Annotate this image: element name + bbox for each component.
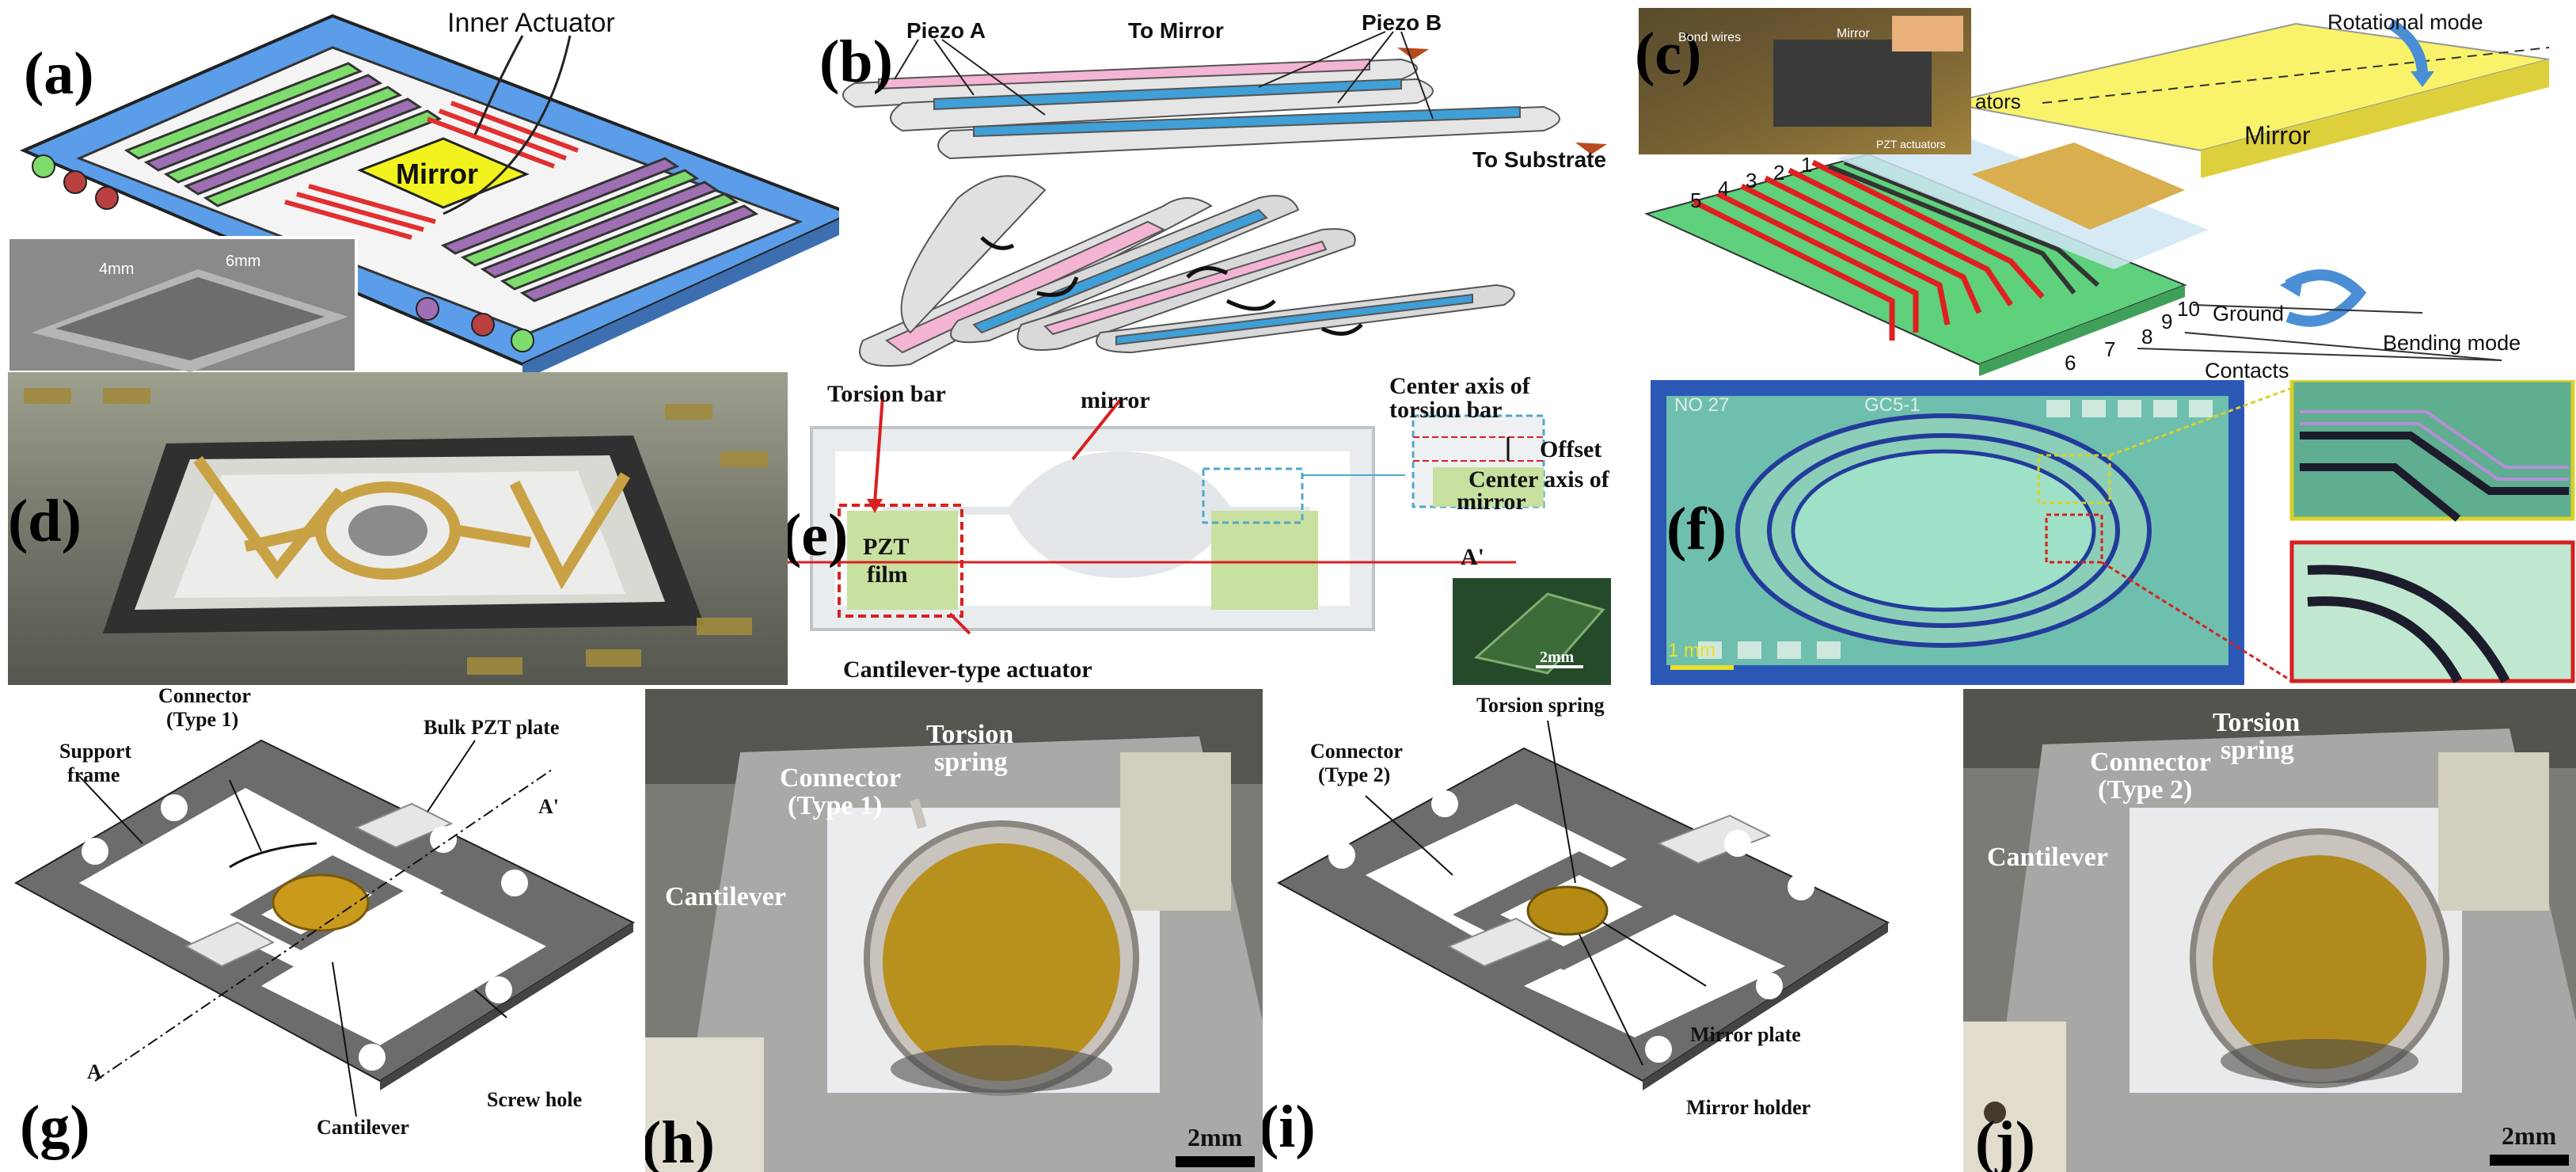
panel-e: (e) Torsion bar mirror Center axis of to… [788, 372, 1611, 689]
bending-mode-label: Bending mode [2383, 331, 2521, 355]
center-axis-torsion-label-2: torsion bar [1389, 397, 1503, 423]
trace-number-2: 2 [1773, 161, 1785, 185]
inset-actuators-label: PZT actuators [1876, 138, 1946, 150]
panel-f-photo [1651, 380, 2575, 685]
inset-bond-wires-label: Bond wires [1678, 31, 1742, 44]
trace-number-6: 6 [2065, 351, 2076, 375]
pzt-label: PZT [863, 534, 910, 560]
scale-f-label: 1 mm [1668, 640, 1715, 661]
cantilever-j-label: Cantilever [1987, 843, 2108, 872]
inset-dim-6mm: 6mm [226, 253, 261, 270]
a-g-label: A [87, 1060, 102, 1083]
center-axis-mirror-label-2: mirror [1457, 489, 1526, 515]
connector-type1-label-1: Connector [158, 685, 251, 707]
trace-number-4: 4 [1718, 177, 1730, 200]
panel-i-drawing [1276, 720, 1890, 1090]
panel-i: (i) Torsion spring Connector (Type 2) Mi… [1263, 685, 1896, 1172]
mirror-label: Mirror [396, 158, 479, 190]
panel-h-label: (h) [645, 1109, 715, 1172]
trace-number-5: 5 [1690, 188, 1702, 212]
trace-number-10: 10 [2177, 297, 2200, 321]
inner-actuator-label: Inner Actuator [447, 8, 615, 38]
chip-id-1: NO 27 [1674, 394, 1730, 416]
panel-f: (f) NO 27 GC5-1 1 mm [1651, 380, 2576, 685]
connector-j-label-1: Connector [2090, 748, 2211, 777]
center-axis-torsion-label-1: Center axis of [1389, 373, 1530, 399]
inset-mirror-label: Mirror [1837, 27, 1870, 40]
panel-d: (d) [8, 372, 788, 685]
panel-a: (a) Inner Actuator Mirror 4mm 6mm [0, 0, 839, 372]
a-prime-e-label: A' [1461, 544, 1484, 570]
panel-j: (j) Torsion spring Connector (Type 2) Ca… [1963, 689, 2576, 1172]
trace-number-3: 3 [1746, 169, 1757, 192]
to-substrate-label: To Substrate [1472, 147, 1607, 172]
chip-id-2: GC5-1 [1864, 394, 1921, 416]
panel-c: (c) Rotational mode Mirror ators Ground … [1631, 0, 2576, 380]
connector-i-label-2: (Type 2) [1318, 763, 1391, 786]
panel-e-drawing [788, 395, 1611, 685]
panel-a-label: (a) [24, 40, 94, 107]
panel-b-drawing [842, 31, 1607, 367]
offset-label: Offset [1540, 436, 1602, 462]
piezo-a-label: Piezo A [906, 18, 986, 43]
trace-number-9: 9 [2161, 310, 2173, 333]
panel-e-label: (e) [788, 502, 849, 569]
panel-f-label: (f) [1666, 496, 1727, 562]
trace-number-1: 1 [1801, 153, 1813, 177]
panel-g-label: (g) [20, 1094, 90, 1160]
panel-h: (h) Connector (Type 1) Torsion spring Ca… [645, 689, 1263, 1172]
contacts-label: Contacts [2205, 359, 2289, 381]
panel-b: (b) Piezo A To Mirror Piezo B To Substra… [815, 0, 1662, 372]
panel-d-photo [8, 372, 788, 685]
center-axis-mirror-label-1: Center axis of [1468, 466, 1609, 493]
support-label: Support [59, 740, 132, 763]
piezo-b-label: Piezo B [1362, 10, 1442, 35]
torsion-h-label: Torsion [926, 720, 1014, 749]
to-mirror-label: To Mirror [1128, 18, 1224, 43]
mirror-holder-label: Mirror holder [1686, 1096, 1811, 1119]
cantilever-actuator-label: Cantilever-type actuator [843, 656, 1092, 683]
torsion-bar-label: Torsion bar [827, 381, 946, 407]
panel-b-label: (b) [819, 29, 893, 95]
scale-j-label: 2mm [2502, 1121, 2557, 1150]
actuators-partial-label: ators [1975, 89, 2021, 113]
a-prime-g-label: A' [538, 795, 559, 818]
torsion-j-label: Torsion [2213, 708, 2301, 737]
panel-g-drawing [13, 739, 636, 1117]
screw-hole-label: Screw hole [487, 1088, 583, 1111]
connector-h-label-1: Connector [780, 763, 901, 793]
connector-type1-label-2: (Type 1) [166, 708, 239, 731]
trace-number-7: 7 [2104, 337, 2116, 361]
spring-j-label: spring [2221, 736, 2294, 765]
scale-e-label: 2mm [1540, 649, 1575, 666]
panel-a-drawing [6, 13, 839, 372]
frame-label: frame [67, 763, 120, 786]
panel-c-label: (c) [1635, 21, 1702, 87]
connector-i-label-1: Connector [1310, 740, 1403, 763]
rotational-mode-label: Rotational mode [2327, 10, 2483, 34]
spring-h-label: spring [934, 748, 1008, 777]
bulk-pzt-label: Bulk PZT plate [424, 716, 560, 739]
panel-j-photo [1963, 689, 2576, 1172]
scale-h-label: 2mm [1187, 1123, 1243, 1151]
ground-label: Ground [2213, 302, 2285, 325]
panel-i-label: (i) [1263, 1094, 1316, 1160]
panel-h-photo [645, 689, 1263, 1172]
connector-j-label-2: (Type 2) [2098, 775, 2193, 805]
panel-j-label: (j) [1975, 1109, 2035, 1172]
film-label: film [867, 561, 908, 588]
panel-d-label: (d) [8, 488, 82, 554]
panel-g: (g) Connector (Type 1) Bulk PZT plate Su… [0, 685, 641, 1172]
mirror-e-label: mirror [1081, 387, 1150, 413]
trace-number-8: 8 [2141, 325, 2153, 348]
inset-dim-4mm: 4mm [99, 261, 135, 278]
connector-h-label-2: (Type 1) [788, 791, 883, 820]
torsion-spring-i-label: Torsion spring [1476, 694, 1605, 717]
mirror-plate-label: Mirror plate [1690, 1023, 1801, 1046]
mirror-c-label: Mirror [2244, 121, 2311, 150]
cantilever-h-label: Cantilever [665, 882, 786, 911]
cantilever-g-label: Cantilever [317, 1116, 409, 1139]
panel-c-drawing [1639, 8, 2550, 376]
